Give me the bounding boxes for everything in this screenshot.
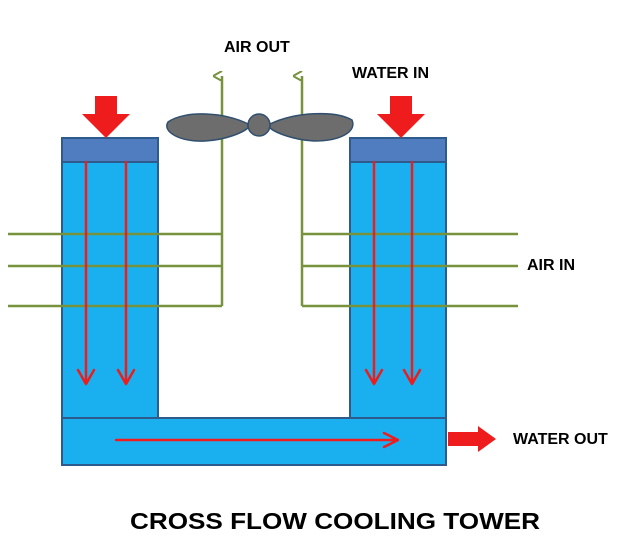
- water-out-arrow: [448, 426, 496, 452]
- falling-water-arrows: [76, 160, 422, 386]
- right-distribution-cap: [349, 137, 447, 163]
- air-flow-left: [8, 76, 224, 308]
- water-out-label: WATER OUT: [513, 431, 608, 448]
- fan-icon: [166, 112, 354, 142]
- air-out-label: AIR OUT: [224, 39, 290, 56]
- tower-body: [61, 137, 447, 466]
- basin-flow-arrowhead: [382, 431, 400, 449]
- fan-blade-right: [269, 112, 354, 142]
- water-in-arrow-right: [377, 96, 425, 138]
- falling-water-arrowhead: [76, 368, 96, 386]
- falling-water-arrowhead: [402, 368, 422, 386]
- falling-water-arrowhead: [116, 368, 136, 386]
- tower-u-shape: [61, 137, 447, 466]
- fan-blade-left: [166, 113, 249, 142]
- left-distribution-cap: [61, 137, 159, 163]
- falling-water-arrowhead: [364, 368, 384, 386]
- air-in-label: AIR IN: [527, 257, 575, 274]
- fan-hub: [247, 113, 271, 137]
- water-in-label: WATER IN: [352, 65, 429, 82]
- basin-flow-arrow: [114, 431, 400, 449]
- diagram-title: CROSS FLOW COOLING TOWER: [130, 508, 540, 534]
- water-in-arrow-left: [82, 96, 130, 138]
